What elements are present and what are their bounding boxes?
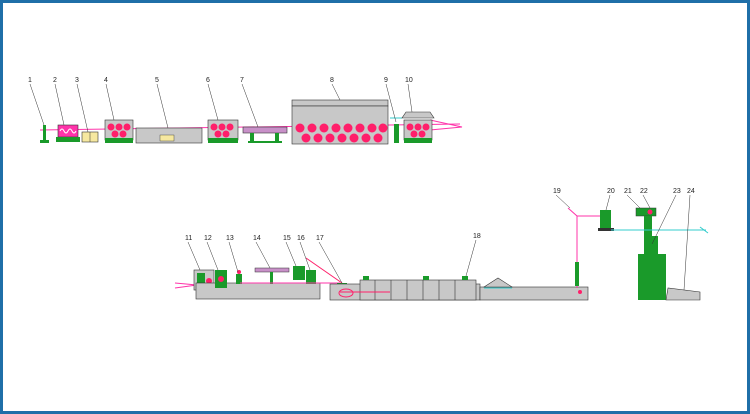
- label-8: 8: [330, 77, 334, 84]
- unit-cover-house: [479, 277, 589, 301]
- label-6: 6: [206, 77, 210, 84]
- unit-19-riser: [567, 207, 600, 294]
- label-21: 21: [624, 188, 632, 195]
- label-10: 10: [405, 77, 413, 84]
- unit-13: [236, 270, 242, 284]
- wire-exit-top: [429, 119, 463, 131]
- unit-14-table: [254, 267, 290, 284]
- label-3: 3: [75, 77, 79, 84]
- leader-lines: [29, 83, 691, 291]
- number-labels: 1 2 3 4 5 6 7 8 9 10 11 12 13 14 15 16 1…: [28, 77, 695, 242]
- unit-23-24-tower: [611, 226, 709, 301]
- label-12: 12: [204, 235, 212, 242]
- unit-4-rollers: [104, 119, 134, 143]
- unit-10-capstan: [401, 111, 435, 143]
- unit-7-table: [242, 126, 288, 143]
- label-24: 24: [687, 188, 695, 195]
- unit-21-22: [635, 207, 657, 236]
- label-7: 7: [240, 77, 244, 84]
- label-20: 20: [607, 188, 615, 195]
- label-11: 11: [185, 235, 192, 242]
- label-19: 19: [553, 188, 561, 195]
- bottom-production-line: [174, 207, 709, 301]
- unit-3: [81, 131, 99, 143]
- label-1: 1: [28, 77, 32, 84]
- unit-9: [390, 117, 402, 143]
- label-23: 23: [673, 188, 681, 195]
- label-9: 9: [384, 77, 388, 84]
- label-4: 4: [104, 77, 108, 84]
- unit-15-16: [240, 266, 340, 284]
- unit-6-rollers: [207, 119, 239, 143]
- label-16: 16: [297, 235, 305, 242]
- label-14: 14: [253, 235, 261, 242]
- top-production-line: [39, 99, 463, 145]
- unit-2: [56, 124, 80, 142]
- unit-8-annealer: [291, 99, 389, 145]
- unit-5-trough: [135, 127, 203, 144]
- label-13: 13: [226, 235, 234, 242]
- label-22: 22: [640, 188, 648, 195]
- unit-1-payoff: [40, 125, 49, 143]
- label-2: 2: [53, 77, 57, 84]
- base-platform-left: [195, 282, 321, 300]
- label-17: 17: [316, 235, 324, 242]
- unit-12: [215, 270, 227, 288]
- label-15: 15: [283, 235, 291, 242]
- unit-18-tanks: [329, 276, 481, 301]
- label-5: 5: [155, 77, 159, 84]
- label-18: 18: [473, 233, 481, 240]
- unit-20: [598, 210, 614, 231]
